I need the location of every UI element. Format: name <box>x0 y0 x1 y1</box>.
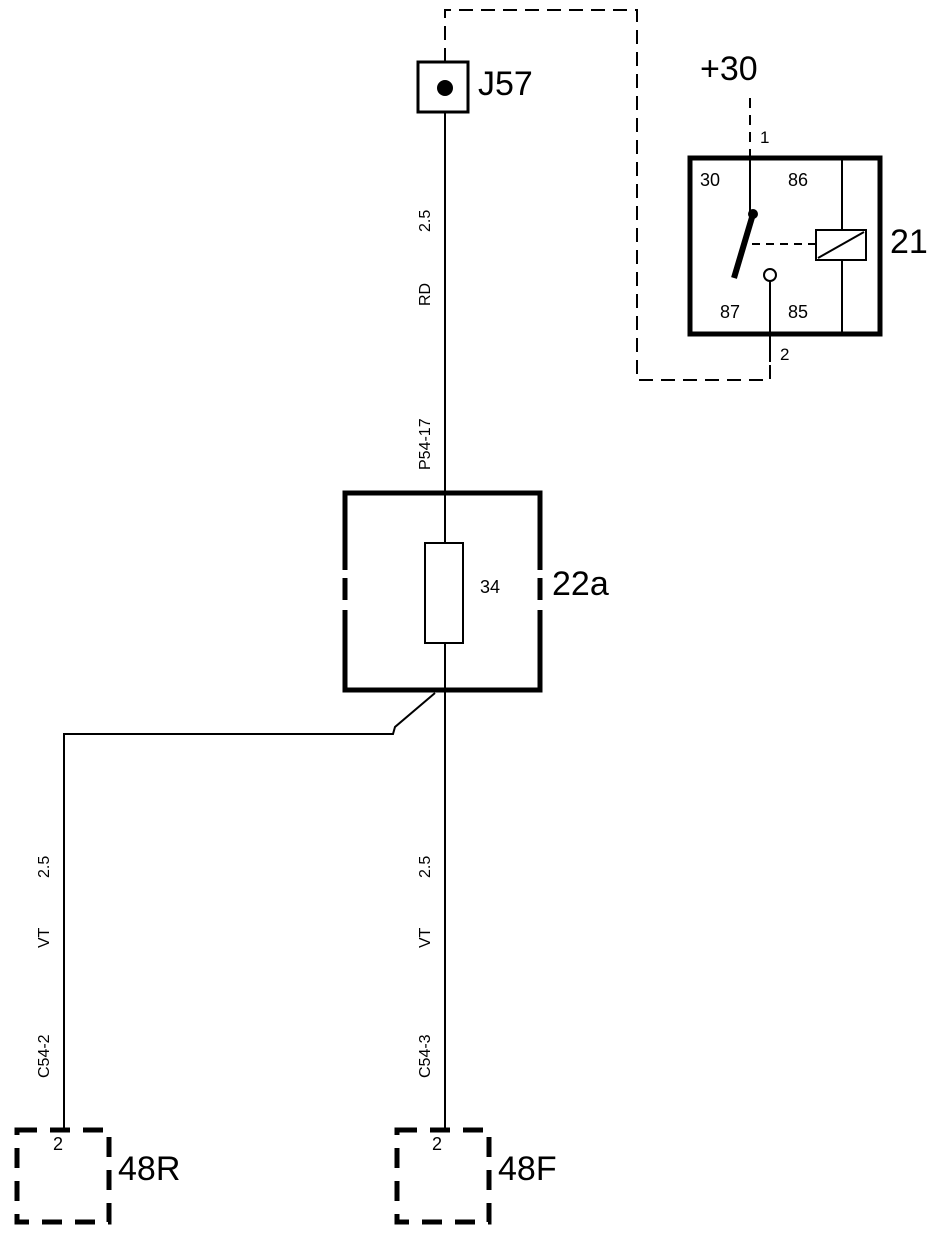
wire-left-size: 2.5 <box>36 856 53 878</box>
component-48f-label: 48F <box>498 1150 557 1188</box>
relay-label: 21 <box>890 223 928 261</box>
relay-terminal-85: 85 <box>788 302 808 322</box>
wire-left-connector: C54-2 <box>36 1034 53 1078</box>
wire-top-connector: P54-17 <box>417 418 434 470</box>
relay-terminal-87: 87 <box>720 302 740 322</box>
component-48r-label: 48R <box>118 1150 180 1188</box>
connector-j57[interactable] <box>416 60 470 114</box>
fuse-number: 34 <box>480 577 500 597</box>
fuse-34[interactable] <box>424 542 464 644</box>
component-48f-pin: 2 <box>432 1134 442 1154</box>
wire-top-size: 2.5 <box>417 210 434 232</box>
wire-right-connector: C54-3 <box>417 1034 434 1078</box>
relay-terminal-30: 30 <box>700 170 720 190</box>
component-48r[interactable] <box>14 1127 112 1225</box>
relay-pin-2: 2 <box>780 345 789 364</box>
relay-switch-contact <box>731 158 777 362</box>
component-48r-pin: 2 <box>53 1134 63 1154</box>
wire-top-color: RD <box>417 283 434 306</box>
wire-left[interactable] <box>63 692 436 1130</box>
component-48f[interactable] <box>394 1127 492 1225</box>
wire-right-size: 2.5 <box>417 856 434 878</box>
connector-j57-label: J57 <box>478 65 533 103</box>
supply-label: +30 <box>700 50 758 88</box>
wire-left-color: VT <box>36 927 53 948</box>
wire-right-color: VT <box>417 927 434 948</box>
dashed-relay-link <box>444 9 771 381</box>
relay-terminal-86: 86 <box>788 170 808 190</box>
fuse-box-22a <box>342 490 543 693</box>
fuse-box-label: 22a <box>552 565 609 603</box>
relay-coil <box>815 158 867 334</box>
relay-pin-1: 1 <box>760 128 769 147</box>
